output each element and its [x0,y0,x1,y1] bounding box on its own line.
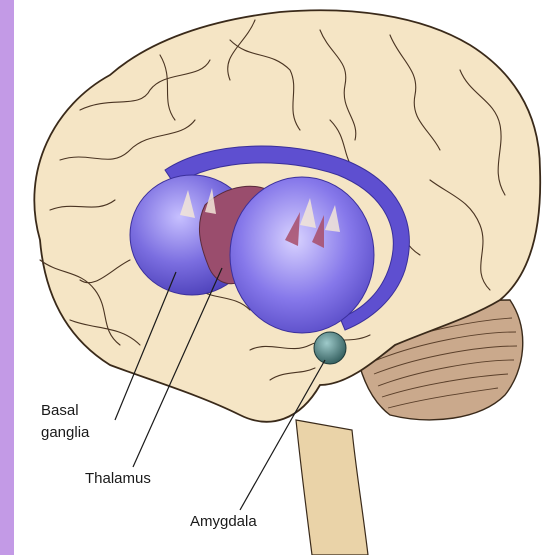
basal-ganglia-rear [230,177,374,333]
brainstem [296,420,368,555]
amygdala-label: Amygdala [190,513,257,531]
basal-ganglia-label-line1: Basal [41,402,79,420]
basal-ganglia-label-line2: ganglia [41,424,89,442]
thalamus-label: Thalamus [85,470,151,488]
amygdala [314,332,346,364]
